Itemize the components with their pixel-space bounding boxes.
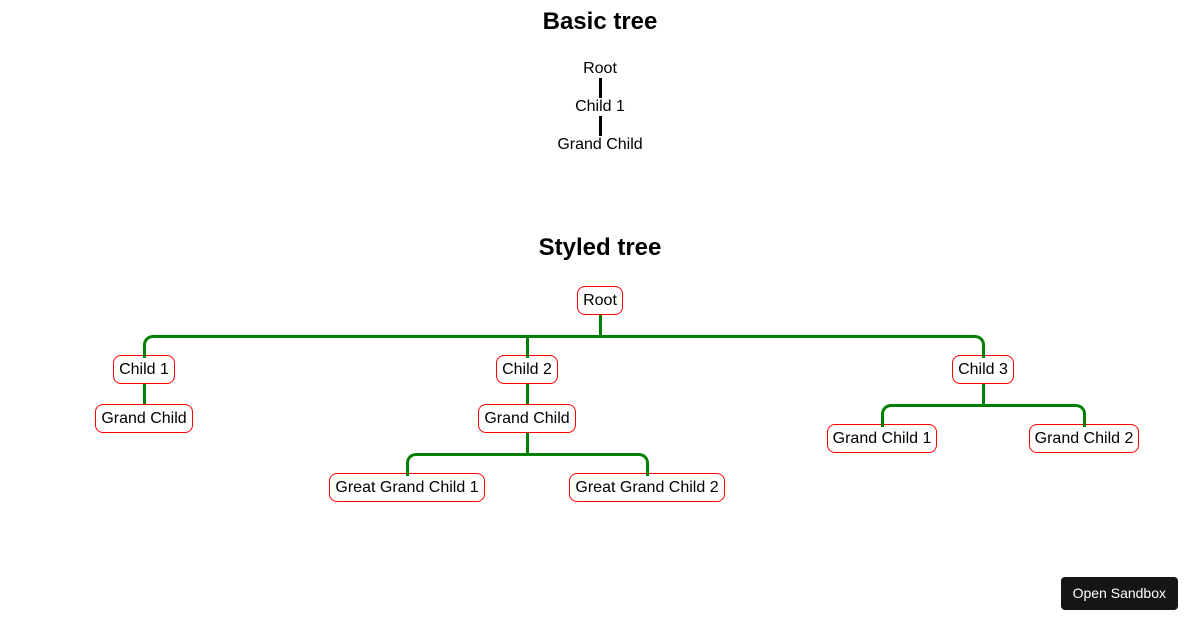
styled-grandchild-children: Great Grand Child 1 Great Grand Child 2 — [287, 433, 767, 502]
styled-node-child2: Child 2 — [496, 355, 558, 384]
styled-branch-child2-grandchild: Grand Child Great Grand Child 1 Great Gr… — [282, 384, 772, 502]
styled-branch-child1: Child 1 Grand Child — [44, 335, 247, 502]
styled-child2-children: Grand Child Great Grand Child 1 Great Gr… — [282, 384, 772, 502]
styled-branch-great-grandchild1: Great Grand Child 1 — [287, 453, 530, 502]
styled-node-root: Root — [577, 286, 623, 315]
basic-tree-section: Basic tree Root Child 1 Grand Child — [8, 8, 1192, 154]
styled-node-great-grandchild2: Great Grand Child 2 — [569, 473, 725, 502]
basic-branch-grandchild: Grand Child — [552, 116, 647, 154]
styled-root-children: Child 1 Grand Child Child 2 Grand Child — [44, 315, 1156, 502]
basic-node-root: Root — [583, 60, 617, 77]
basic-root-children: Child 1 Grand Child — [547, 78, 652, 154]
styled-node-child3-grandchild1: Grand Child 1 — [826, 424, 938, 453]
styled-tree-diagram: Root Child 1 Grand Child Child 2 — [8, 286, 1192, 502]
styled-node-child2-grandchild: Grand Child — [478, 404, 576, 433]
styled-child1-children: Grand Child — [90, 384, 197, 433]
styled-branch-child3-grandchild1: Grand Child 1 — [781, 404, 986, 453]
styled-branch-child2: Child 2 Grand Child Great Grand Child 1 … — [242, 335, 813, 502]
styled-branch-child3-grandchild2: Grand Child 2 — [980, 404, 1185, 453]
styled-tree-section: Styled tree Root Child 1 Grand Child Chi… — [8, 234, 1192, 502]
basic-node-child1: Child 1 — [575, 98, 625, 115]
styled-child3-children: Grand Child 1 Grand Child 2 — [781, 384, 1185, 453]
styled-branch-child1-grandchild: Grand Child — [90, 384, 197, 433]
basic-tree-diagram: Root Child 1 Grand Child — [8, 60, 1192, 154]
basic-tree-title: Basic tree — [542, 8, 658, 35]
basic-node-grandchild: Grand Child — [557, 136, 643, 153]
styled-node-child3: Child 3 — [952, 355, 1014, 384]
styled-branch-great-grandchild2: Great Grand Child 2 — [524, 453, 767, 502]
styled-node-child3-grandchild2: Grand Child 2 — [1028, 424, 1140, 453]
basic-child1-children: Grand Child — [552, 116, 647, 154]
open-sandbox-button[interactable]: Open Sandbox — [1060, 577, 1178, 610]
styled-node-child1-grandchild: Grand Child — [95, 404, 193, 433]
styled-node-child1: Child 1 — [113, 355, 175, 384]
styled-branch-child3: Child 3 Grand Child 1 Grand Child 2 — [807, 335, 1156, 502]
basic-branch-child1: Child 1 Grand Child — [547, 78, 652, 154]
styled-tree-title: Styled tree — [538, 234, 662, 261]
styled-node-great-grandchild1: Great Grand Child 1 — [329, 473, 485, 502]
